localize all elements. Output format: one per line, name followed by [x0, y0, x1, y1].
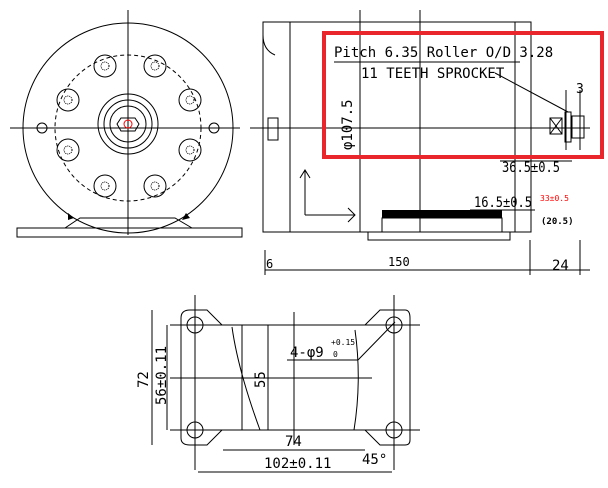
dim-6: 6 — [266, 257, 273, 271]
sprocket-teeth-label: 11 TEETH SPROCKET — [361, 66, 505, 82]
bolt-center — [185, 145, 195, 155]
dim-55: 55 — [253, 371, 269, 388]
dim-74: 74 — [285, 434, 302, 450]
bolt-center — [63, 95, 73, 105]
dim-red: 33±0.5 — [540, 194, 569, 203]
hole-spec: 4-φ9 — [290, 345, 324, 361]
dim-3: 3 — [576, 82, 584, 97]
bolt-hole — [93, 54, 117, 78]
base-plate — [16, 227, 243, 238]
bolt-center — [150, 61, 160, 71]
dim-150: 150 — [388, 255, 410, 269]
hole-tolerance-lower: 0 — [333, 350, 338, 359]
bolt-hole — [56, 88, 80, 112]
dim-20-5: (20.5) — [541, 217, 574, 227]
bolt-hole — [93, 174, 117, 198]
bolt-hole — [143, 174, 167, 198]
dim-36-5: 36.5±0.5 — [502, 160, 560, 176]
bolt-hole — [56, 138, 80, 162]
bolt-center — [100, 181, 110, 191]
bolt-center — [150, 181, 160, 191]
bolt-holes — [56, 54, 202, 198]
bolt-center — [100, 61, 110, 71]
highlight-box — [322, 31, 604, 159]
bolt-center — [185, 95, 195, 105]
dim-72: 72 — [136, 371, 152, 388]
hole-tolerance-upper: +0.15 — [331, 338, 355, 347]
dim-102: 102±0.11 — [264, 456, 331, 472]
bolt-hole — [143, 54, 167, 78]
sprocket-pitch-label: Pitch 6.35 Roller O/D 3.28 — [334, 45, 553, 61]
diameter-label: φ107.5 — [340, 99, 356, 150]
dim-24: 24 — [552, 258, 569, 274]
dim-16-5: 16.5±0.5 — [474, 195, 532, 211]
angle-45: 45° — [362, 452, 387, 468]
base-bar — [382, 210, 502, 218]
bottom-view: 72 56±0.11 55 4-φ9 +0.15 0 74 102±0.11 4… — [136, 295, 420, 473]
shaft-nut — [116, 117, 140, 132]
dim-56: 56±0.11 — [154, 346, 170, 405]
side-view: Pitch 6.35 Roller O/D 3.28 11 TEETH SPRO… — [250, 10, 590, 275]
front-view — [10, 10, 243, 238]
bolt-center — [63, 145, 73, 155]
bolt-hole — [178, 88, 202, 112]
motor-housing-circle — [22, 22, 234, 234]
bolt-hole — [178, 138, 202, 162]
